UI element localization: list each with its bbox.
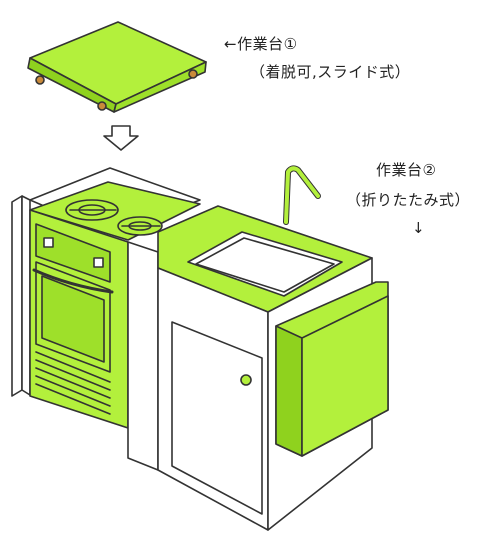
- board1-note: （着脱可,スライド式）: [250, 63, 411, 81]
- wheel: [188, 69, 198, 79]
- down-arrow-icon: [103, 125, 139, 151]
- wheel: [35, 75, 45, 85]
- board2-note: （折りたたみ式）: [346, 191, 471, 209]
- work-board-1: [27, 21, 207, 113]
- board2-title: 作業台②: [376, 161, 437, 179]
- wheel: [97, 101, 107, 111]
- door-knob: [240, 374, 252, 386]
- cabinet-door: [171, 321, 263, 515]
- board2-arrow: ↓: [412, 219, 426, 237]
- board1-title: ←作業台①: [224, 35, 298, 53]
